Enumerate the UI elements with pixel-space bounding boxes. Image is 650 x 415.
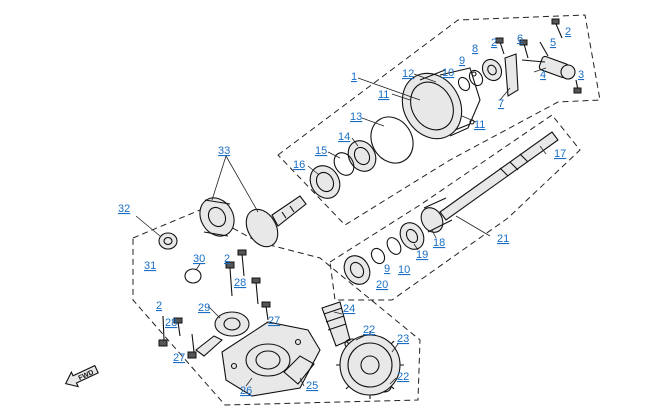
washer-9-upper bbox=[468, 69, 484, 87]
callout-25: 25 bbox=[306, 380, 318, 392]
bolt-28-upper-a bbox=[237, 249, 247, 277]
callout-7: 7 bbox=[498, 98, 504, 110]
o-ring-30 bbox=[184, 268, 202, 284]
callout-20: 20 bbox=[376, 279, 388, 291]
callout-6: 6 bbox=[517, 33, 523, 45]
bearing-29 bbox=[214, 311, 250, 337]
callout-23: 23 bbox=[397, 333, 409, 345]
bolt-5 bbox=[539, 41, 549, 57]
group-outline-shaft bbox=[329, 114, 581, 301]
pinion-shaft-24 bbox=[321, 301, 351, 347]
callout-24: 24 bbox=[343, 303, 355, 315]
callout-21: 21 bbox=[497, 233, 509, 245]
callout-30: 30 bbox=[193, 253, 205, 265]
callout-4: 4 bbox=[540, 69, 546, 81]
callout-18: 18 bbox=[433, 237, 445, 249]
bolt-6 bbox=[519, 39, 529, 59]
callout-29: 29 bbox=[198, 302, 210, 314]
bolt-27-upper bbox=[261, 301, 271, 321]
bevel-gear-33-left bbox=[199, 197, 235, 237]
group-outline-housing bbox=[277, 14, 601, 226]
bolt-2-upper-b bbox=[495, 37, 505, 55]
callout-9-lower: 9 bbox=[384, 263, 390, 275]
callout-3: 3 bbox=[578, 69, 584, 81]
forward-arrow-label: FWD bbox=[78, 369, 95, 382]
callout-12: 12 bbox=[402, 68, 414, 80]
leader-lines bbox=[135, 67, 547, 387]
ring-10-lower bbox=[386, 237, 402, 255]
callout-19: 19 bbox=[416, 249, 428, 261]
callout-9-upper: 9 bbox=[459, 55, 465, 67]
bolt-3 bbox=[573, 79, 582, 94]
callout-2-top: 2 bbox=[491, 37, 497, 49]
callout-27-upper: 27 bbox=[268, 315, 280, 327]
bracket-7 bbox=[504, 53, 519, 97]
callout-labels: 1 2 2 2 2 3 4 5 6 7 8 9 9 10 10 11 11 12… bbox=[118, 26, 584, 397]
callout-28-lower: 28 bbox=[165, 317, 177, 329]
callout-33: 33 bbox=[218, 145, 230, 157]
callout-2-lower-a: 2 bbox=[224, 253, 230, 265]
callout-31: 31 bbox=[144, 260, 156, 272]
bearing-16 bbox=[309, 165, 341, 199]
callout-22-upper: 22 bbox=[363, 324, 375, 336]
bevel-gear-33-pinion bbox=[245, 195, 307, 248]
callout-13: 13 bbox=[350, 111, 362, 123]
callout-11-upper: 11 bbox=[378, 89, 389, 101]
callout-10-lower: 10 bbox=[398, 264, 410, 276]
forward-arrow-icon: FWD bbox=[64, 364, 99, 388]
callout-5: 5 bbox=[550, 37, 556, 49]
callout-15: 15 bbox=[315, 145, 327, 157]
bolt-2-upper bbox=[551, 18, 563, 39]
callout-10-upper: 10 bbox=[442, 67, 454, 79]
callout-26: 26 bbox=[240, 385, 252, 397]
bearing-14 bbox=[347, 140, 377, 172]
ring-10-upper bbox=[457, 76, 471, 92]
bolt-28-upper-b bbox=[251, 277, 261, 305]
bearing-20 bbox=[343, 255, 371, 285]
callout-1: 1 bbox=[351, 71, 357, 83]
bolt-2-lower-a bbox=[225, 261, 235, 297]
ring-15 bbox=[333, 152, 355, 176]
callout-11-lower: 11 bbox=[474, 119, 485, 131]
callout-17: 17 bbox=[554, 148, 566, 160]
callout-2-top-right: 2 bbox=[565, 26, 571, 38]
gear-23 bbox=[336, 331, 404, 399]
callout-27-lower: 27 bbox=[173, 352, 185, 364]
shaft-17 bbox=[439, 131, 559, 221]
bracket-lower bbox=[195, 335, 223, 357]
callout-22-lower: 22 bbox=[397, 371, 409, 383]
bolt-27-lower bbox=[187, 333, 197, 359]
callout-32: 32 bbox=[118, 203, 130, 215]
callout-8: 8 bbox=[472, 43, 478, 55]
washer-31 bbox=[158, 232, 178, 250]
seal-8 bbox=[481, 58, 503, 82]
callout-2-lower-b: 2 bbox=[156, 300, 162, 312]
callout-28-upper: 28 bbox=[234, 277, 246, 289]
callout-14: 14 bbox=[338, 131, 350, 143]
actuator-4 bbox=[521, 55, 576, 80]
bearing-19 bbox=[399, 222, 425, 250]
bolt-2-lower-b bbox=[158, 315, 168, 347]
gasket-25 bbox=[283, 355, 315, 385]
o-ring-13 bbox=[370, 116, 414, 164]
callout-16: 16 bbox=[293, 159, 305, 171]
bolt-28-lower bbox=[173, 317, 183, 337]
washer-9-lower bbox=[370, 247, 386, 265]
